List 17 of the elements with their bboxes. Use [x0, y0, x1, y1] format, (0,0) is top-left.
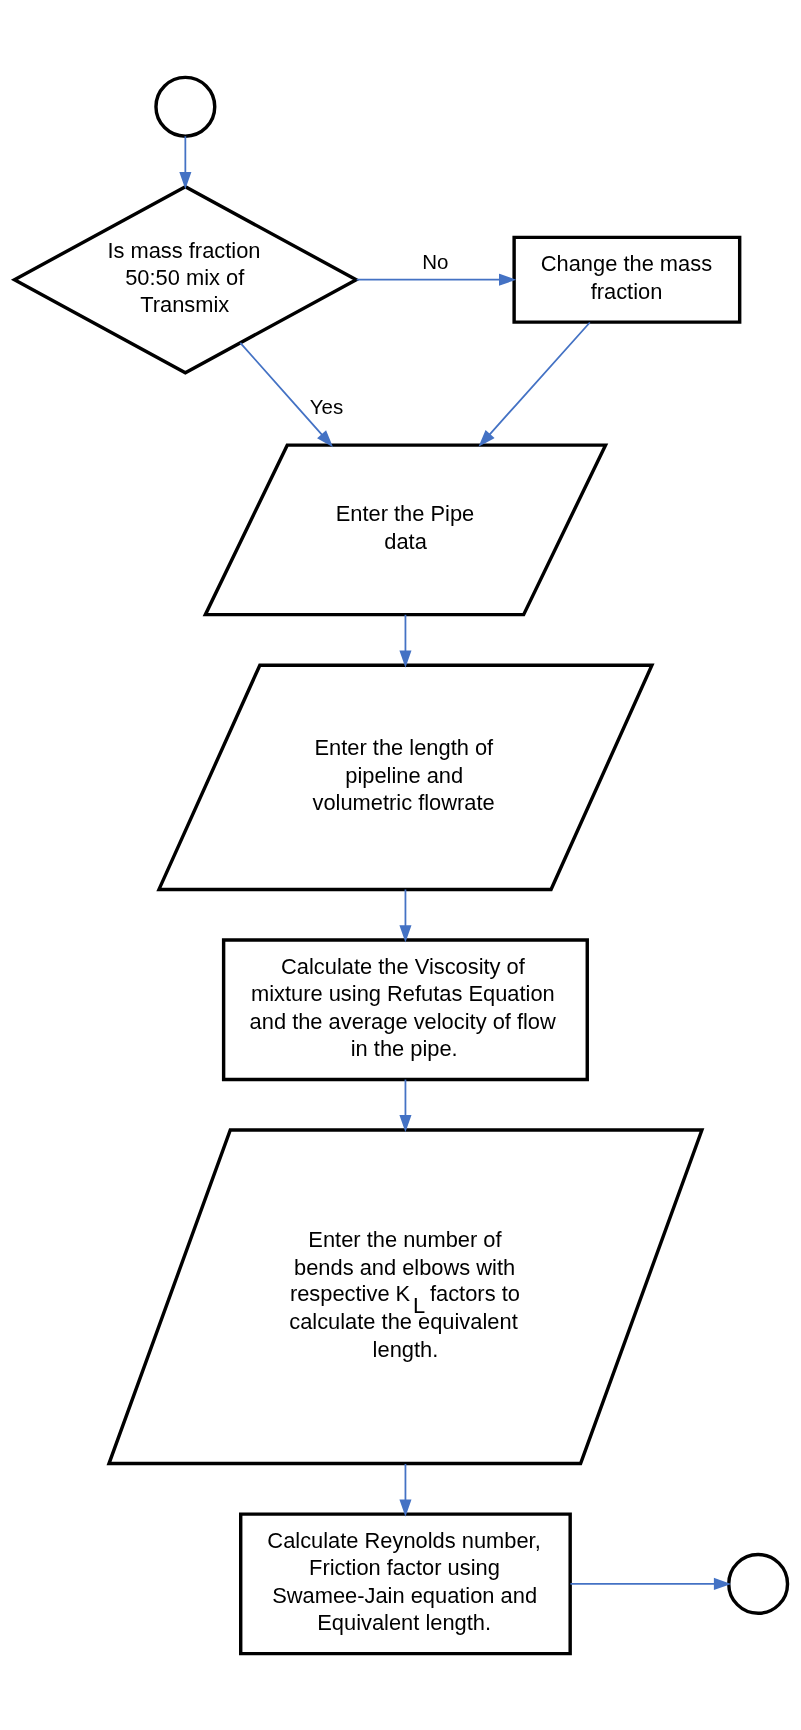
arrow — [398, 888, 411, 943]
arrow — [398, 1462, 411, 1517]
arrow — [569, 1577, 731, 1590]
arrow — [355, 273, 516, 286]
node-box: Calculate the Viscosity of mixture using Refutas Equation and the average velocity of flow in the pipe. — [221, 937, 589, 1081]
node-box: Calculate Reynolds number, Friction factor using Swamee-Jain equation and Equivalent length. — [238, 1511, 572, 1655]
node-circle — [153, 75, 216, 138]
arrow — [398, 613, 411, 668]
node-circle — [726, 1552, 789, 1615]
node-box: Change the mass fraction — [511, 235, 741, 324]
edge-label: Yes — [309, 394, 343, 418]
arrow — [398, 1078, 411, 1132]
edge-label: No — [421, 249, 448, 273]
arrow — [478, 321, 591, 447]
arrow — [178, 134, 191, 189]
arrow — [238, 341, 333, 447]
node-diamond: Is mass fraction 50:50 mix of Transmix — [10, 184, 360, 375]
